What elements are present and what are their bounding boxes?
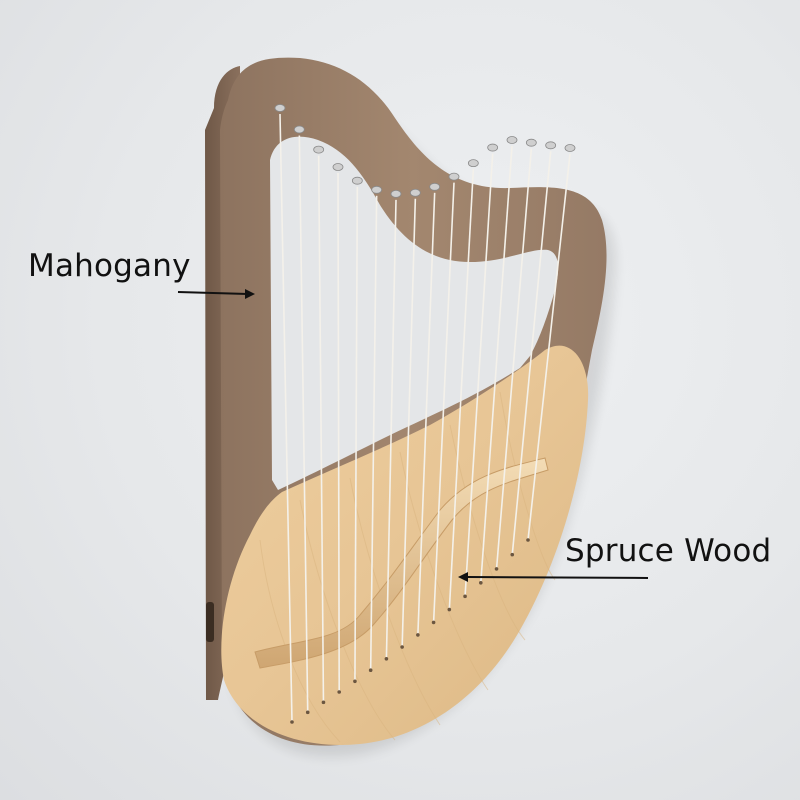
harp-string <box>464 153 494 597</box>
harp-string <box>354 186 359 682</box>
tuning-pin <box>506 136 518 144</box>
tuning-pin <box>293 125 305 134</box>
string-hole <box>321 700 326 705</box>
tuning-pin <box>467 159 479 168</box>
harp-string <box>495 148 533 569</box>
string-hole <box>416 633 420 637</box>
tuning-pins <box>274 104 576 198</box>
string-holes <box>290 538 530 724</box>
harp-string <box>298 135 309 713</box>
string-hole <box>290 720 294 724</box>
string-hole <box>479 581 483 585</box>
spruce-pointer <box>458 572 649 582</box>
string-hole <box>526 538 530 542</box>
harp-string <box>480 145 513 583</box>
harp-string <box>317 155 325 703</box>
harp-string <box>385 199 397 659</box>
tuning-pin <box>313 145 325 154</box>
harp-string <box>401 198 417 648</box>
string-hole <box>463 594 467 599</box>
tuning-pin <box>371 185 383 194</box>
tuning-pin <box>487 143 499 152</box>
tuning-pin <box>448 172 460 181</box>
tuning-pin <box>429 182 441 191</box>
string-hole <box>305 710 310 715</box>
tuning-pin <box>351 176 363 185</box>
harp-string <box>279 113 293 723</box>
side-port <box>206 602 214 642</box>
tuning-pin <box>564 144 576 152</box>
harp-string <box>432 182 455 623</box>
tuning-pin <box>274 104 286 112</box>
string-hole <box>400 645 404 649</box>
tuning-pin <box>409 188 421 197</box>
tuning-pin <box>390 189 402 198</box>
mahogany-pointer <box>177 289 255 299</box>
frame-opening <box>270 136 559 490</box>
harp-string <box>527 153 571 541</box>
tuning-pin <box>332 163 344 171</box>
string-hole <box>337 690 342 694</box>
string-hole <box>431 620 436 625</box>
string-hole <box>510 552 515 557</box>
string-hole <box>447 607 452 612</box>
spruce-wood-label: Spruce Wood <box>565 533 772 569</box>
string-hole <box>353 679 357 684</box>
harp-string <box>448 169 475 610</box>
string-hole <box>384 657 389 661</box>
mahogany-label: Mahogany <box>28 248 191 284</box>
string-hole <box>368 668 373 673</box>
harp-strings <box>279 113 571 723</box>
tuning-pin <box>545 141 557 150</box>
tuning-pin <box>525 138 537 147</box>
harp-string <box>337 173 341 693</box>
harp-string <box>417 192 436 635</box>
string-hole <box>494 567 499 571</box>
soundboard-bridge <box>254 457 549 669</box>
harp-string <box>369 195 378 671</box>
harp-string <box>511 151 552 555</box>
